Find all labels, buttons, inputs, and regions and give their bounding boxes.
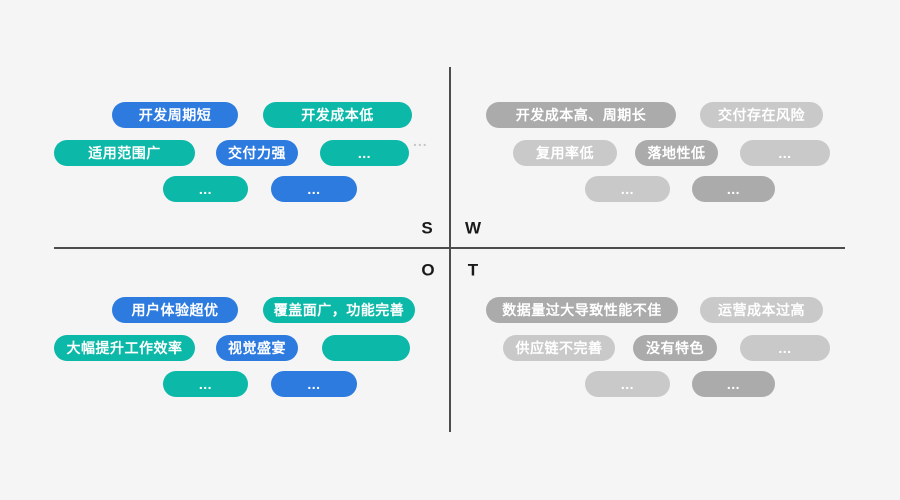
pill-strengths-4: ...	[320, 140, 409, 166]
stray-ellipsis: ...	[413, 133, 428, 149]
pill-weaknesses-0: 开发成本高、周期长	[486, 102, 676, 128]
pill-strengths-1: 开发成本低	[263, 102, 412, 128]
pill-weaknesses-4: ...	[740, 140, 830, 166]
pill-weaknesses-2: 复用率低	[513, 140, 617, 166]
pill-opportunities-1: 覆盖面广，功能完善	[263, 297, 415, 323]
pill-opportunities-4	[322, 335, 410, 361]
pill-strengths-5: ...	[163, 176, 248, 202]
quadrant-label-threats: T	[467, 260, 479, 280]
pill-threats-3: 没有特色	[633, 335, 717, 361]
pill-strengths-3: 交付力强	[216, 140, 298, 166]
vertical-axis-line	[449, 67, 451, 432]
pill-strengths-2: 适用范围广	[54, 140, 195, 166]
pill-weaknesses-1: 交付存在风险	[700, 102, 823, 128]
pill-weaknesses-6: ...	[692, 176, 775, 202]
pill-threats-5: ...	[585, 371, 670, 397]
pill-strengths-0: 开发周期短	[112, 102, 238, 128]
horizontal-axis-line	[54, 247, 845, 249]
pill-opportunities-6: ...	[271, 371, 357, 397]
pill-opportunities-5: ...	[163, 371, 248, 397]
quadrant-label-strengths: S	[421, 218, 433, 238]
pill-strengths-6: ...	[271, 176, 357, 202]
quadrant-label-opportunities: O	[421, 260, 435, 280]
pill-threats-6: ...	[692, 371, 775, 397]
pill-weaknesses-3: 落地性低	[635, 140, 718, 166]
pill-threats-0: 数据量过大导致性能不佳	[486, 297, 678, 323]
quadrant-label-weaknesses: W	[464, 218, 482, 238]
pill-weaknesses-5: ...	[585, 176, 670, 202]
pill-opportunities-0: 用户体验超优	[112, 297, 238, 323]
pill-threats-2: 供应链不完善	[503, 335, 615, 361]
pill-threats-4: ...	[740, 335, 830, 361]
pill-threats-1: 运营成本过高	[700, 297, 823, 323]
pill-opportunities-3: 视觉盛宴	[216, 335, 298, 361]
pill-opportunities-2: 大幅提升工作效率	[54, 335, 195, 361]
